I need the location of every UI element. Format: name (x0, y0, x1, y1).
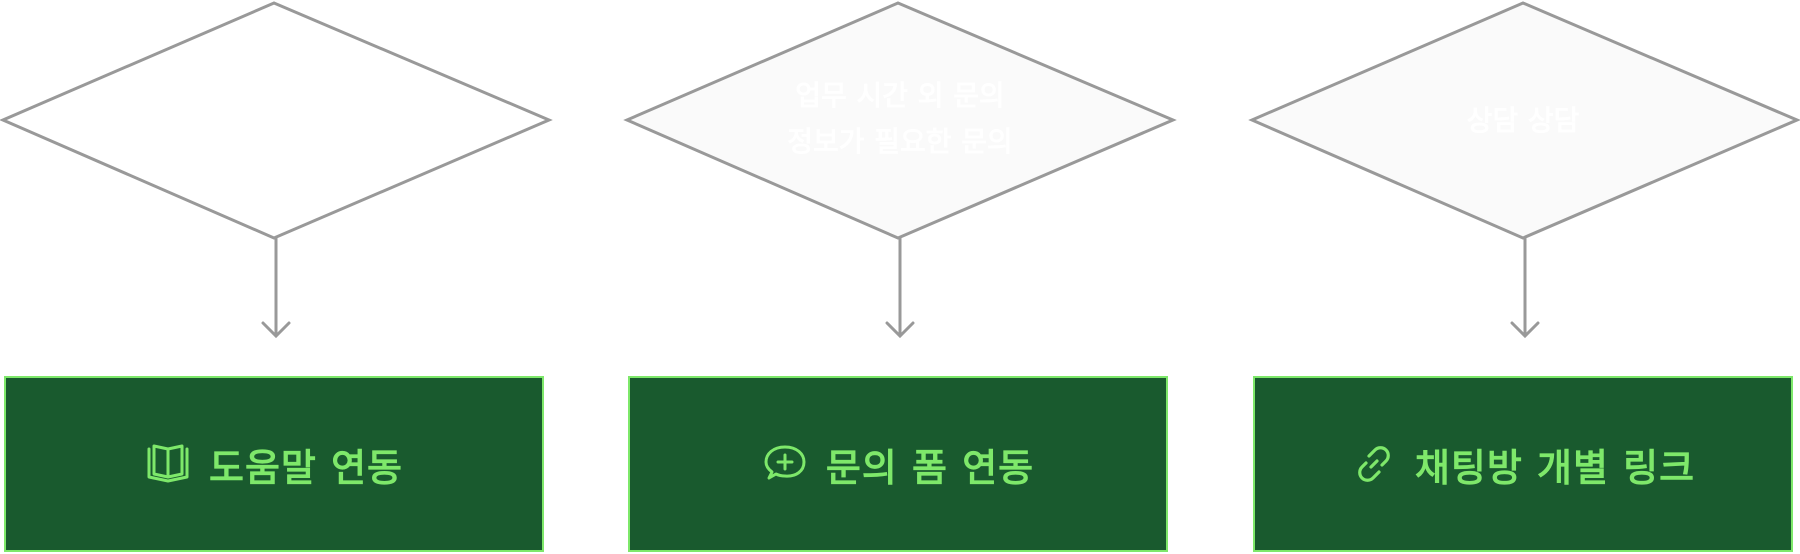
decision-diamond-3 (1248, 1, 1800, 240)
action-label-1: 도움말 연동 (208, 445, 404, 490)
arrowhead-3 (1510, 321, 1540, 339)
decision-2-line-2: 정보가 필요한 문의 (787, 125, 1013, 158)
decision-2-line-1: 업무 시간 외 문의 (795, 79, 1005, 112)
action-box-help-integration: 도움말 연동 (4, 376, 544, 552)
action-box-inquiry-form: 문의 폼 연동 (628, 376, 1168, 552)
decision-diamond-1 (0, 1, 553, 240)
action-box-chatroom-link: 채팅방 개별 링크 (1253, 376, 1793, 552)
action-label-3: 채팅방 개별 링크 (1414, 445, 1696, 490)
decision-diamond-2 (623, 1, 1177, 240)
arrowhead-1 (261, 321, 291, 339)
chat-plus-icon (762, 441, 808, 487)
action-label-2: 문의 폼 연동 (825, 445, 1035, 490)
book-open-icon (145, 441, 191, 487)
decision-3-line-1: 상담 상담 (1467, 104, 1580, 137)
link-icon (1351, 441, 1397, 487)
arrowhead-2 (885, 321, 915, 339)
